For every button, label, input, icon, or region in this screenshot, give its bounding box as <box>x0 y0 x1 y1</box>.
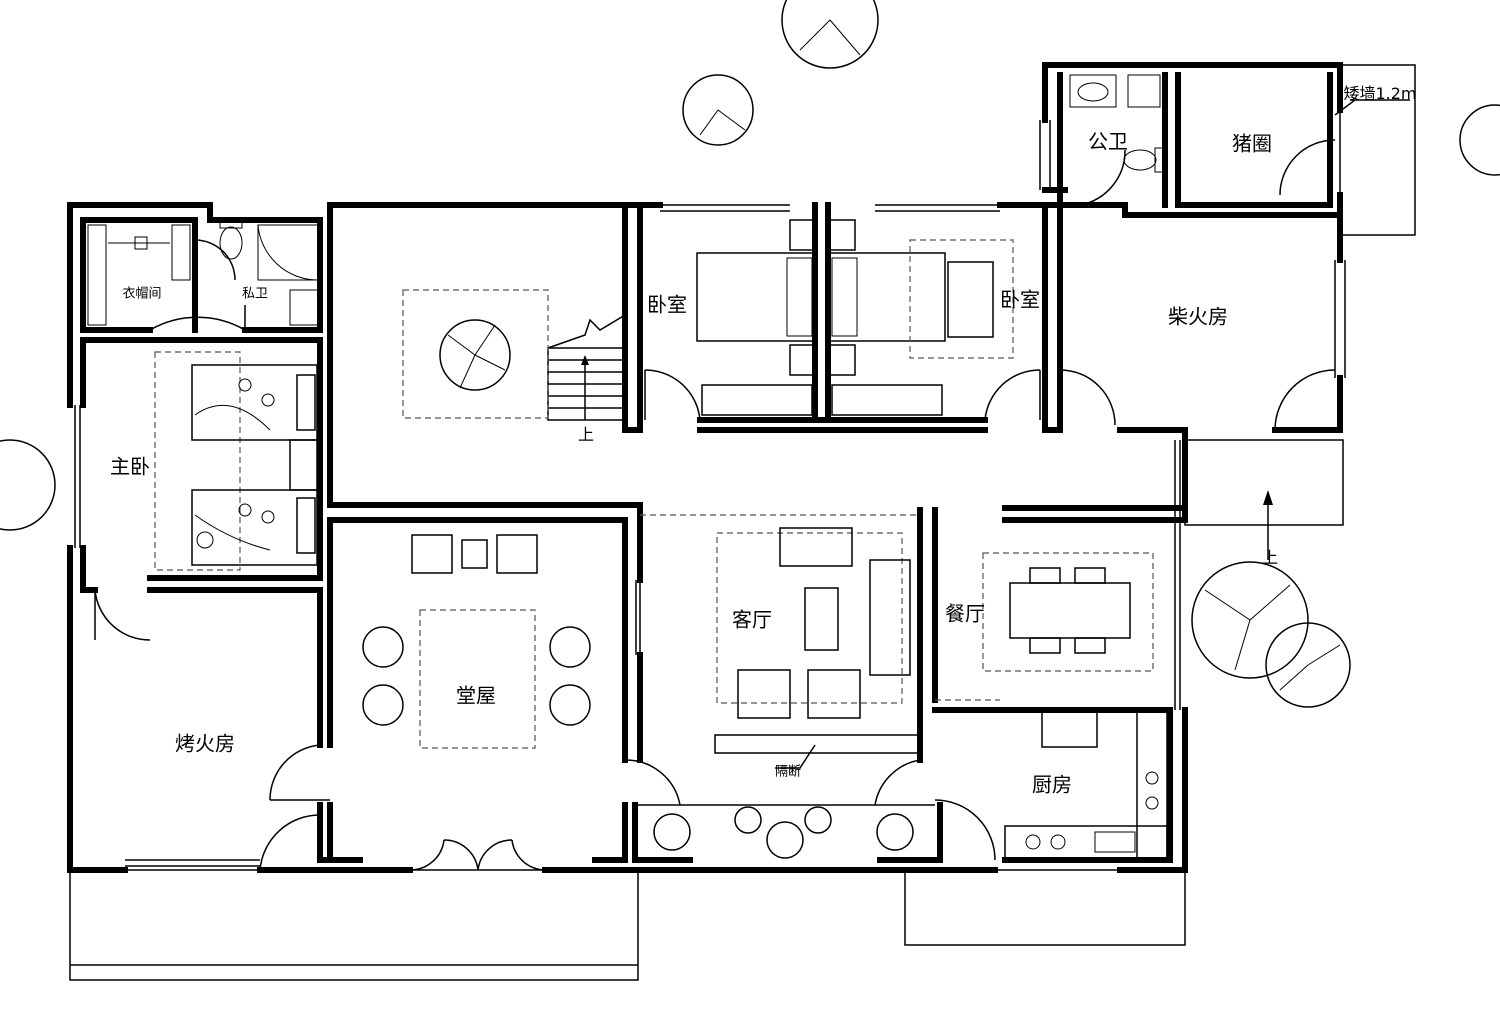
hall-furniture <box>362 534 591 749</box>
bedroom-furniture <box>696 219 1014 416</box>
room-label-kitchen: 厨房 <box>1032 772 1072 797</box>
low-wall-leader <box>1334 99 1410 116</box>
terraces <box>69 64 1416 981</box>
staircase <box>547 314 1273 560</box>
annotation-partition: 隔断 <box>774 764 802 780</box>
trees <box>0 0 1500 708</box>
annotation-ramp-up: 上 <box>1261 548 1279 567</box>
annotation-stairs-up: 上 <box>577 425 595 444</box>
room-label-private-bath: 私卫 <box>241 286 269 302</box>
bath-fixtures <box>87 74 1166 326</box>
room-label-bedroom-left: 卧室 <box>647 292 687 317</box>
dining-furniture <box>982 552 1154 672</box>
room-label-public-toilet: 公卫 <box>1088 129 1128 154</box>
room-label-fire-room: 烤火房 <box>175 731 235 756</box>
room-label-dining-room: 餐厅 <box>945 601 985 626</box>
room-label-hall: 堂屋 <box>456 683 496 708</box>
annotation-low-wall: 矮墙1.2m <box>1343 84 1417 103</box>
master-beds <box>154 351 318 571</box>
room-label-master-bedroom: 主卧 <box>110 454 150 479</box>
room-label-bedroom-right: 卧室 <box>1000 287 1040 312</box>
interior-walls <box>80 72 1343 863</box>
doors <box>94 139 1336 871</box>
room-label-cloakroom: 衣帽间 <box>122 286 162 302</box>
living-furniture <box>714 527 921 769</box>
room-label-pig-pen: 猪圈 <box>1232 131 1272 156</box>
room-label-firewood-room: 柴火房 <box>1168 304 1228 329</box>
planters <box>653 806 914 859</box>
room-label-living-room: 客厅 <box>732 607 772 632</box>
exterior-walls <box>67 62 1343 873</box>
courtyard <box>402 289 549 419</box>
kitchen-fixtures <box>1004 711 1168 859</box>
